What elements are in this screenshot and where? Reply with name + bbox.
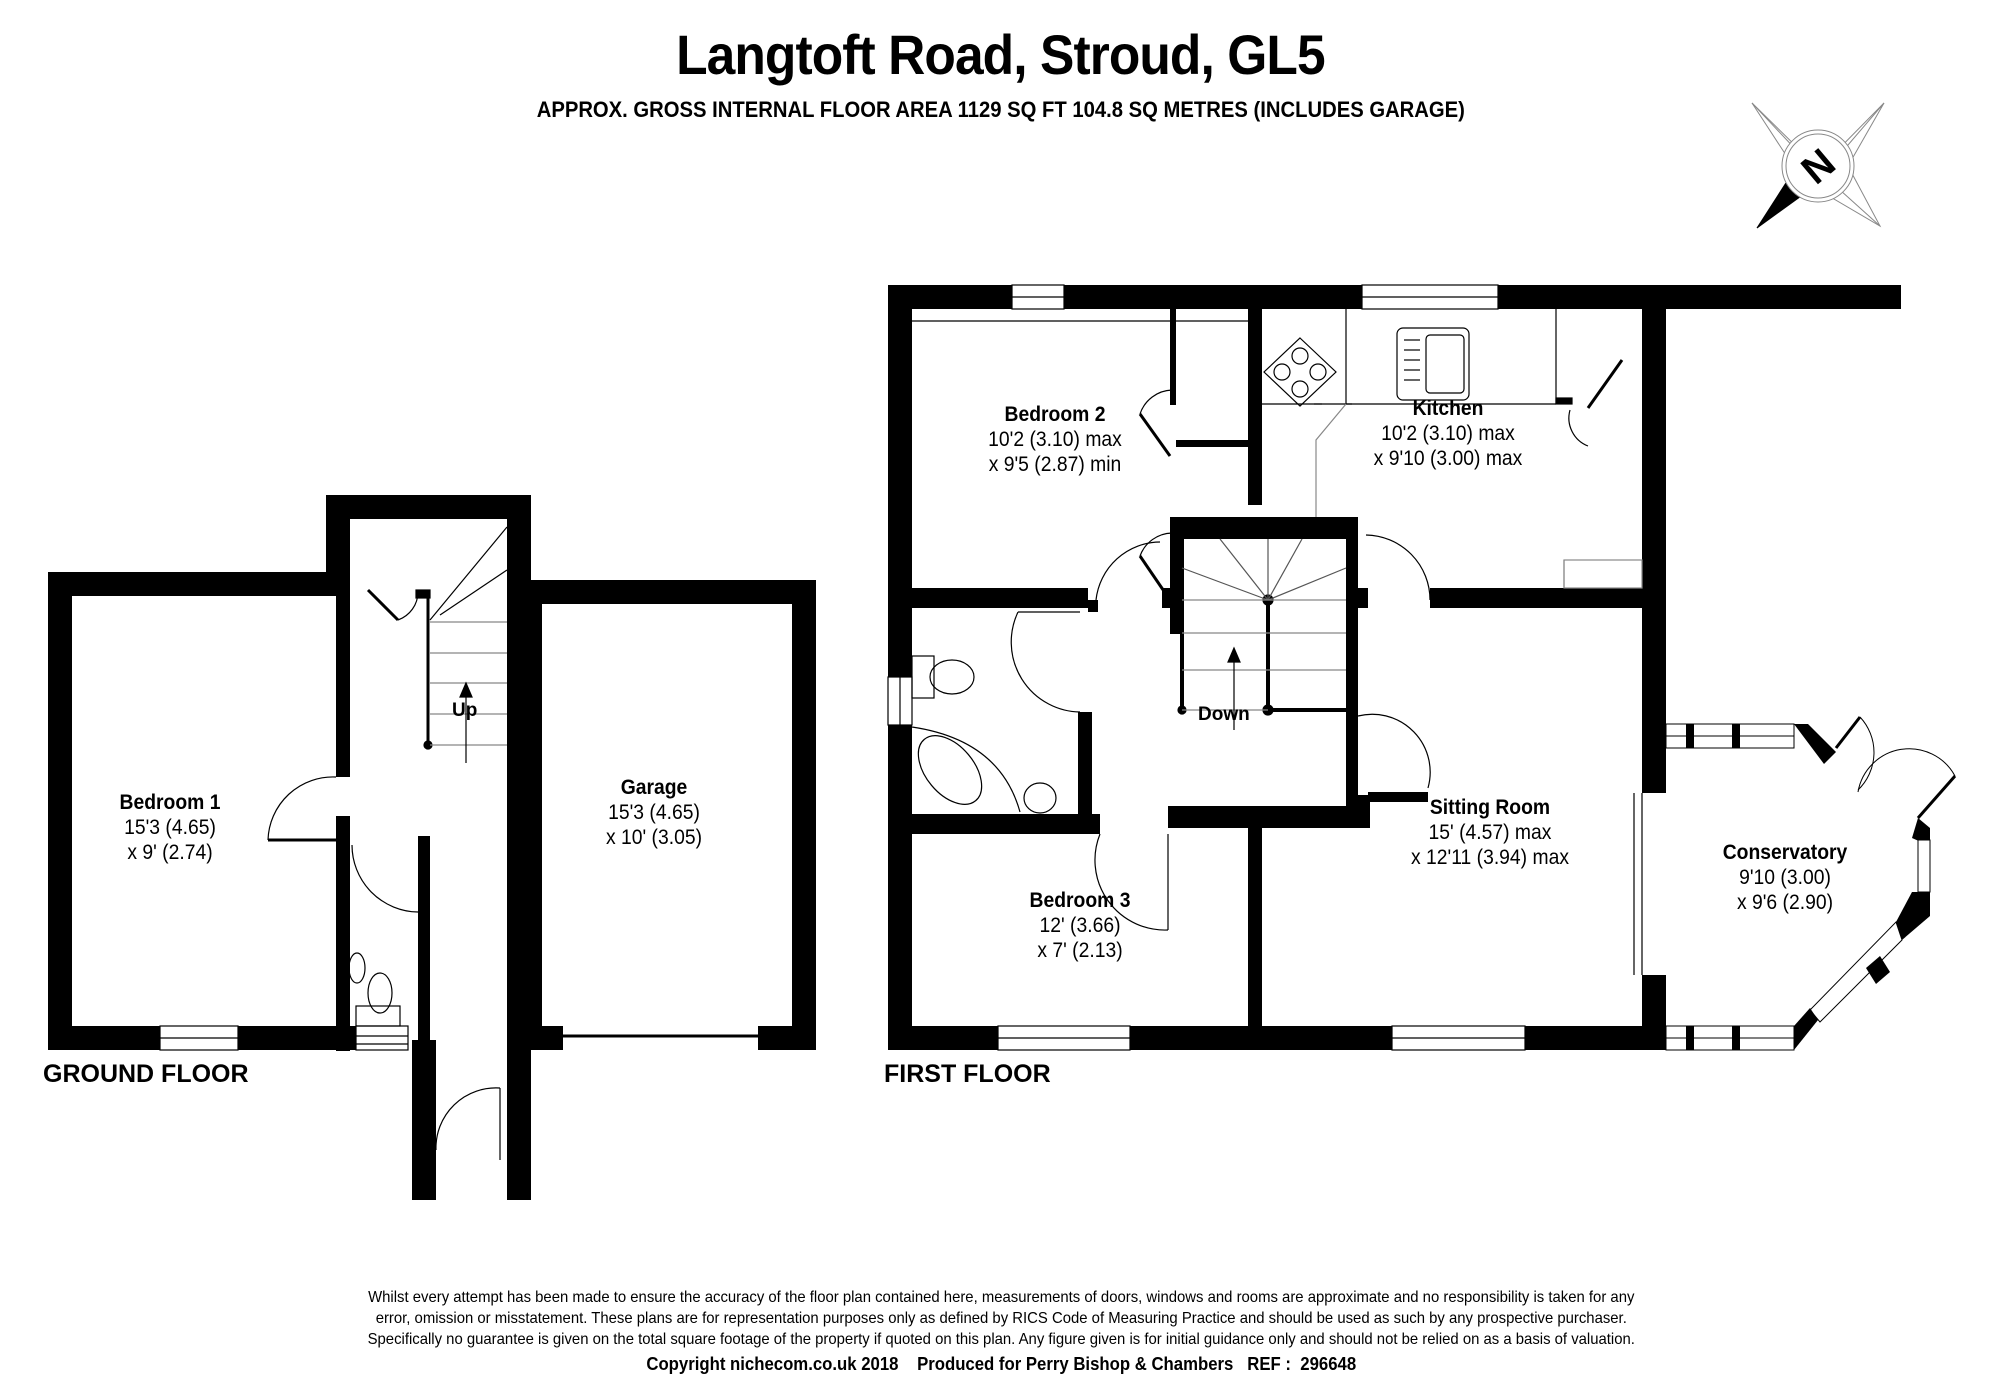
room-garage: Garage 15'3 (4.65) x 10' (3.05) <box>580 775 727 850</box>
ground-floor-label: GROUND FLOOR <box>43 1060 249 1088</box>
room-dimension: 9'10 (3.00) <box>1739 866 1831 889</box>
copyright-line: Copyright nichecom.co.uk 2018 Produced f… <box>646 1354 1357 1374</box>
room-dimension: x 9' (2.74) <box>127 841 213 864</box>
stairs-up-label: Up <box>452 700 478 721</box>
room-dimension: x 7' (2.13) <box>1037 939 1123 962</box>
page-title: Langtoft Road, Stroud, GL5 <box>676 23 1326 86</box>
first-floor-label: FIRST FLOOR <box>884 1060 1051 1088</box>
room-name: Bedroom 2 <box>1004 403 1106 426</box>
room-kitchen: Kitchen 10'2 (3.10) max x 9'10 (3.00) ma… <box>1347 396 1549 471</box>
room-dimension: 15'3 (4.65) <box>124 816 216 839</box>
first-floor-plan <box>888 285 1901 1050</box>
room-dimension: 10'2 (3.10) max <box>1381 422 1515 445</box>
room-sitting-room: Sitting Room 15' (4.57) max x 12'11 (3.9… <box>1380 795 1601 870</box>
disclaimer-line: Whilst every attempt has been made to en… <box>368 1289 1635 1306</box>
room-bedroom-1: Bedroom 1 15'3 (4.65) x 9' (2.74) <box>96 790 243 865</box>
ground-floor-fixtures <box>159 526 758 1160</box>
conservatory-walls <box>1665 716 1957 1051</box>
room-bedroom-3: Bedroom 3 12' (3.66) x 7' (2.13) <box>988 888 1172 963</box>
disclaimer-line: Specifically no guarantee is given on th… <box>367 1331 1635 1348</box>
north-compass-icon: N <box>1751 102 1885 229</box>
room-name: Kitchen <box>1412 397 1484 420</box>
room-dimension: x 12'11 (3.94) max <box>1411 846 1569 869</box>
room-dimension: x 9'6 (2.90) <box>1736 891 1834 914</box>
room-name: Bedroom 3 <box>1029 889 1131 912</box>
room-dimension: 15' (4.57) max <box>1428 821 1552 844</box>
stairs-down-label: Down <box>1198 704 1250 725</box>
room-dimension: 12' (3.66) <box>1039 914 1121 937</box>
room-dimension: x 9'10 (3.00) max <box>1373 447 1523 470</box>
room-name: Conservatory <box>1722 841 1848 864</box>
room-dimension: x 9'5 (2.87) min <box>988 453 1122 476</box>
room-dimension: x 10' (3.05) <box>605 826 703 849</box>
ground-floor-plan <box>48 495 816 1200</box>
room-dimension: 15'3 (4.65) <box>608 801 700 824</box>
room-conservatory: Conservatory 9'10 (3.00) x 9'6 (2.90) <box>1698 840 1873 915</box>
room-name: Bedroom 1 <box>119 791 221 814</box>
room-name: Garage <box>620 776 688 799</box>
floor-area-subtitle: APPROX. GROSS INTERNAL FLOOR AREA 1129 S… <box>536 97 1465 122</box>
first-floor-fixtures <box>887 284 1643 1051</box>
disclaimer-line: error, omission or misstatement. These p… <box>375 1310 1627 1327</box>
disclaimer: Whilst every attempt has been made to en… <box>71 1287 1931 1350</box>
room-name: Sitting Room <box>1429 796 1551 819</box>
room-dimension: 10'2 (3.10) max <box>988 428 1122 451</box>
room-bedroom-2: Bedroom 2 10'2 (3.10) max x 9'5 (2.87) m… <box>963 402 1147 477</box>
